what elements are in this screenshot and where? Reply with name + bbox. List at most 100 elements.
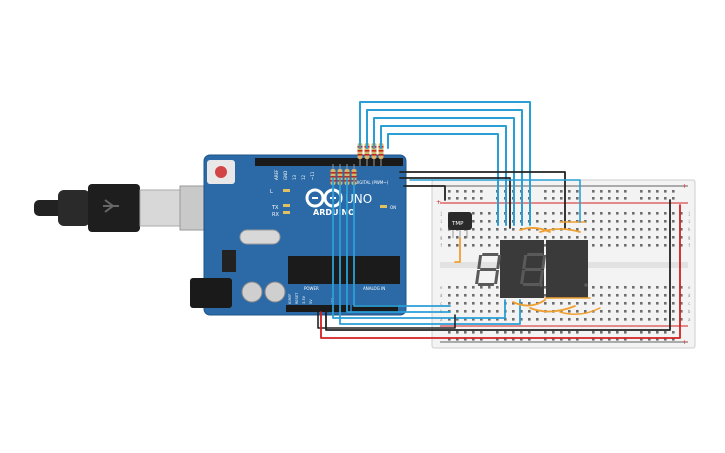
rail-hole[interactable]	[592, 331, 595, 334]
breadboard-hole[interactable]	[664, 294, 667, 297]
seven-segment-display-2[interactable]	[520, 240, 588, 298]
breadboard-hole[interactable]	[536, 212, 539, 215]
breadboard-hole[interactable]	[672, 294, 675, 297]
breadboard-hole[interactable]	[568, 212, 571, 215]
breadboard-hole[interactable]	[528, 236, 531, 239]
rail-hole[interactable]	[544, 197, 547, 200]
rail-hole[interactable]	[640, 338, 643, 341]
breadboard-hole[interactable]	[616, 220, 619, 223]
breadboard-hole[interactable]	[632, 302, 635, 305]
rail-hole[interactable]	[504, 331, 507, 334]
breadboard-hole[interactable]	[512, 310, 515, 313]
breadboard-hole[interactable]	[648, 302, 651, 305]
breadboard-hole[interactable]	[552, 302, 555, 305]
rail-hole[interactable]	[456, 190, 459, 193]
breadboard-hole[interactable]	[624, 302, 627, 305]
breadboard-hole[interactable]	[448, 302, 451, 305]
breadboard-hole[interactable]	[680, 294, 683, 297]
breadboard-hole[interactable]	[536, 236, 539, 239]
wire-black[interactable]	[325, 199, 671, 331]
breadboard-hole[interactable]	[624, 294, 627, 297]
rail-hole[interactable]	[528, 338, 531, 341]
breadboard-hole[interactable]	[496, 318, 499, 321]
wire-blue[interactable]	[332, 177, 506, 319]
breadboard-hole[interactable]	[600, 228, 603, 231]
breadboard-hole[interactable]	[464, 318, 467, 321]
breadboard-hole[interactable]	[632, 236, 635, 239]
rail-hole[interactable]	[496, 338, 499, 341]
breadboard-hole[interactable]	[528, 228, 531, 231]
rail-hole[interactable]	[552, 190, 555, 193]
breadboard-hole[interactable]	[560, 310, 563, 313]
breadboard-hole[interactable]	[480, 310, 483, 313]
rail-hole[interactable]	[624, 338, 627, 341]
rail-hole[interactable]	[464, 331, 467, 334]
breadboard-hole[interactable]	[568, 302, 571, 305]
wire-orange[interactable]	[529, 305, 576, 313]
breadboard-hole[interactable]	[664, 310, 667, 313]
breadboard-hole[interactable]	[624, 244, 627, 247]
breadboard-hole[interactable]	[448, 244, 451, 247]
breadboard-hole[interactable]	[600, 294, 603, 297]
breadboard-hole[interactable]	[632, 318, 635, 321]
breadboard-hole[interactable]	[624, 220, 627, 223]
breadboard-hole[interactable]	[472, 244, 475, 247]
rail-hole[interactable]	[624, 190, 627, 193]
breadboard-hole[interactable]	[544, 286, 547, 289]
breadboard-hole[interactable]	[544, 318, 547, 321]
rail-hole[interactable]	[608, 197, 611, 200]
rail-hole[interactable]	[480, 338, 483, 341]
rail-hole[interactable]	[664, 190, 667, 193]
breadboard-hole[interactable]	[456, 294, 459, 297]
breadboard-hole[interactable]	[464, 302, 467, 305]
breadboard-hole[interactable]	[456, 302, 459, 305]
rail-hole[interactable]	[480, 197, 483, 200]
rail-hole[interactable]	[616, 338, 619, 341]
rail-hole[interactable]	[672, 190, 675, 193]
breadboard-hole[interactable]	[656, 244, 659, 247]
breadboard-hole[interactable]	[512, 302, 515, 305]
breadboard-hole[interactable]	[672, 220, 675, 223]
rail-hole[interactable]	[648, 331, 651, 334]
breadboard-hole[interactable]	[576, 212, 579, 215]
breadboard-hole[interactable]	[552, 212, 555, 215]
breadboard-hole[interactable]	[592, 318, 595, 321]
breadboard-hole[interactable]	[568, 310, 571, 313]
breadboard-hole[interactable]	[680, 244, 683, 247]
breadboard-hole[interactable]	[544, 244, 547, 247]
wire-blue[interactable]	[346, 177, 451, 313]
breadboard-hole[interactable]	[576, 236, 579, 239]
wire-blue[interactable]	[366, 109, 523, 226]
breadboard-hole[interactable]	[488, 236, 491, 239]
rail-hole[interactable]	[616, 190, 619, 193]
breadboard-hole[interactable]	[672, 244, 675, 247]
breadboard-hole[interactable]	[616, 294, 619, 297]
breadboard-hole[interactable]	[528, 302, 531, 305]
breadboard-hole[interactable]	[600, 302, 603, 305]
breadboard-hole[interactable]	[480, 228, 483, 231]
rail-hole[interactable]	[576, 331, 579, 334]
rail-hole[interactable]	[552, 331, 555, 334]
breadboard-hole[interactable]	[648, 236, 651, 239]
breadboard-hole[interactable]	[640, 286, 643, 289]
rail-hole[interactable]	[640, 190, 643, 193]
breadboard-hole[interactable]	[648, 310, 651, 313]
breadboard-hole[interactable]	[648, 294, 651, 297]
breadboard-hole[interactable]	[648, 220, 651, 223]
breadboard-hole[interactable]	[664, 220, 667, 223]
breadboard-hole[interactable]	[672, 228, 675, 231]
rail-hole[interactable]	[472, 197, 475, 200]
rail-hole[interactable]	[512, 331, 515, 334]
breadboard-hole[interactable]	[632, 294, 635, 297]
breadboard-hole[interactable]	[624, 286, 627, 289]
breadboard-hole[interactable]	[664, 236, 667, 239]
breadboard-hole[interactable]	[640, 294, 643, 297]
rail-hole[interactable]	[560, 331, 563, 334]
breadboard-hole[interactable]	[608, 220, 611, 223]
wire-black[interactable]	[399, 171, 566, 229]
breadboard-hole[interactable]	[552, 318, 555, 321]
breadboard-hole[interactable]	[680, 228, 683, 231]
rail-hole[interactable]	[608, 331, 611, 334]
arduino-uno-board[interactable]: ARDUINO UNO AREF GND 13 12 ~11 L TX RX O…	[190, 154, 407, 316]
rail-hole[interactable]	[504, 338, 507, 341]
